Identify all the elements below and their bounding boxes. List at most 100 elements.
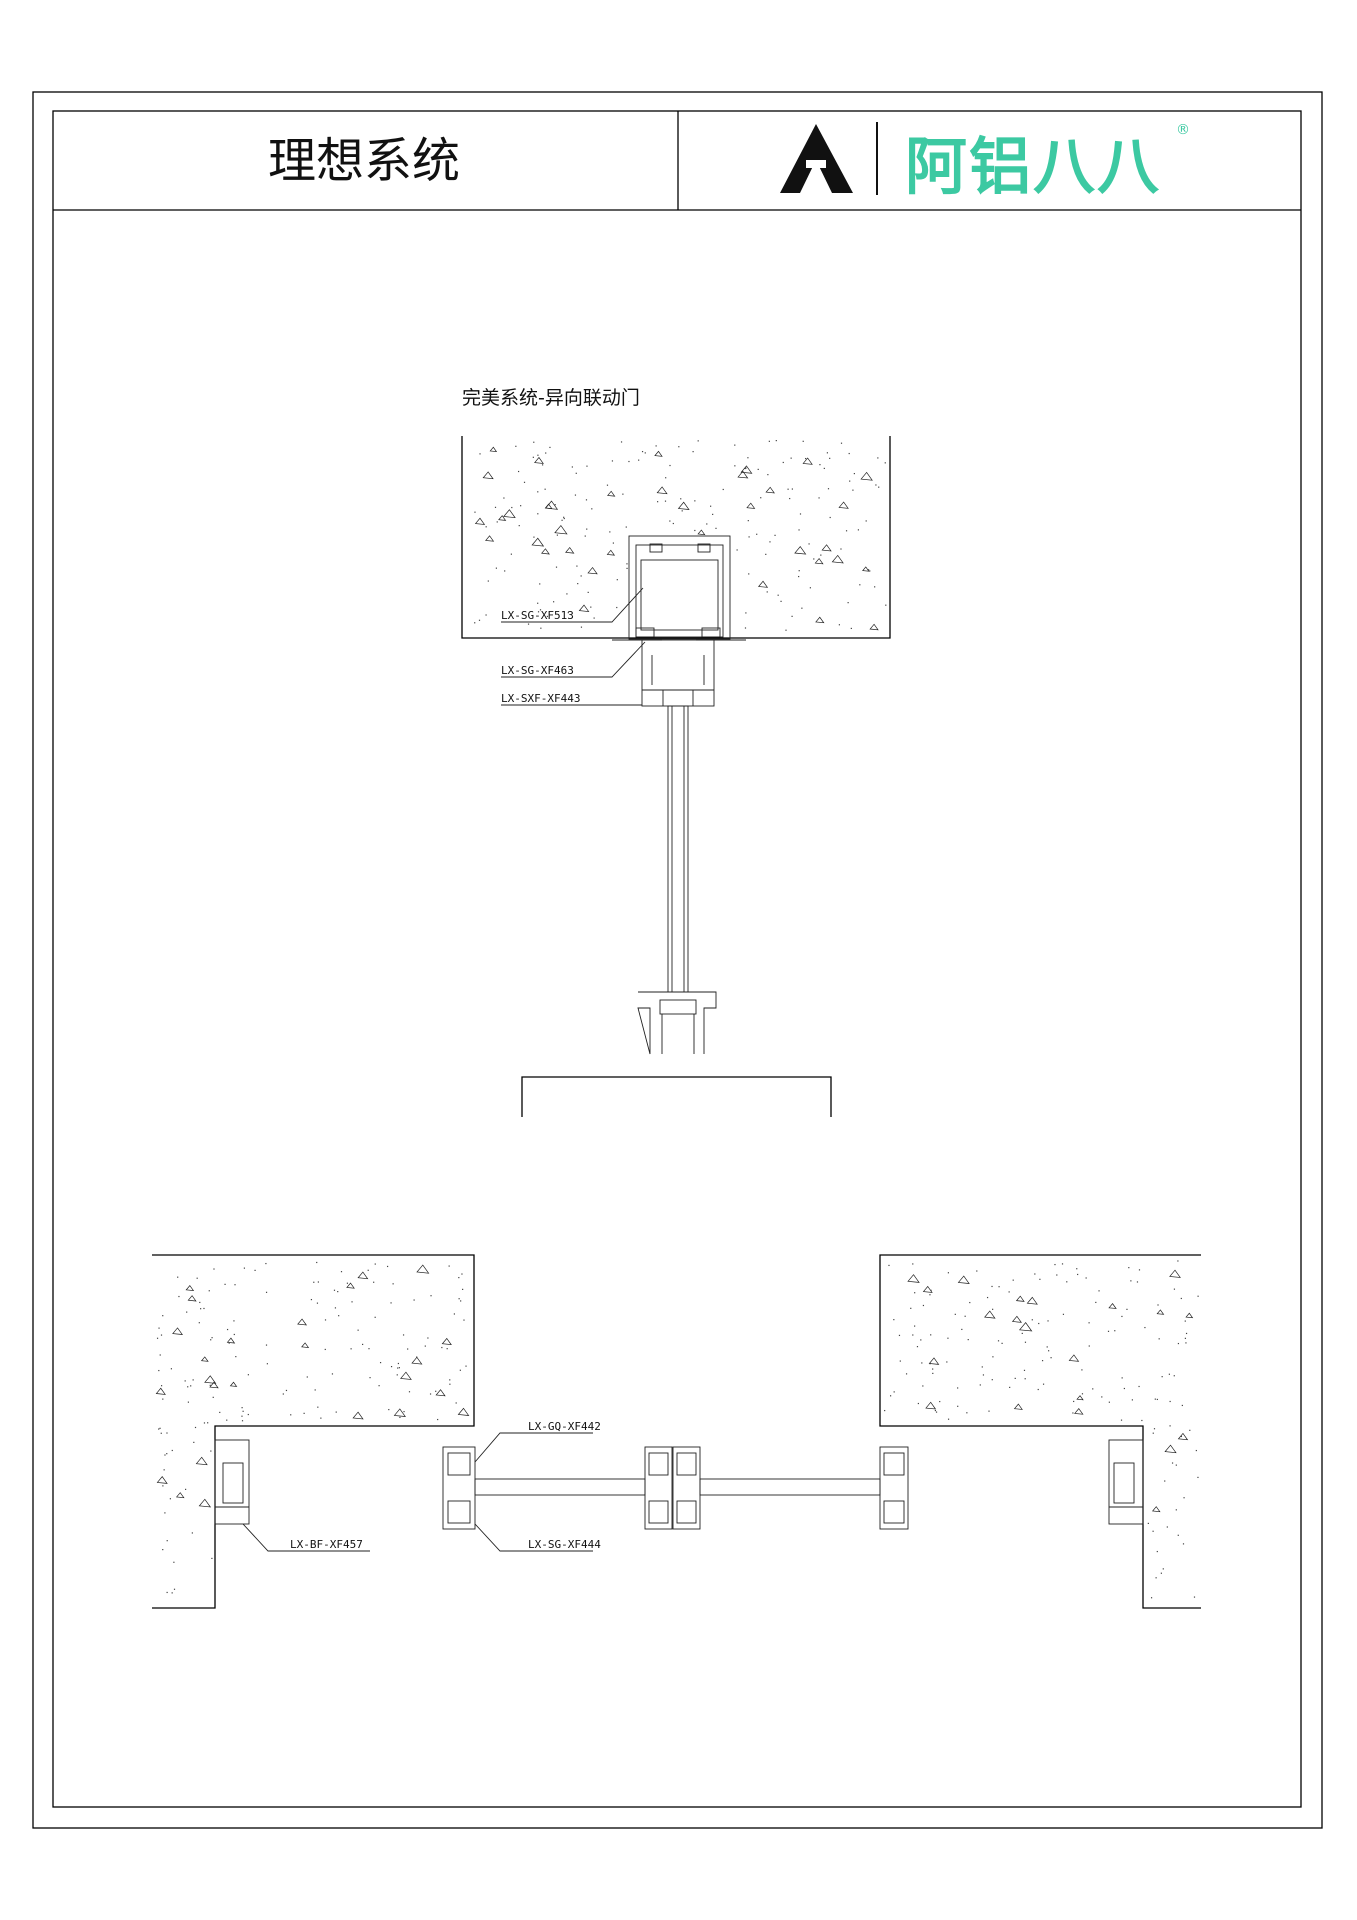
speckle-mark	[982, 1374, 985, 1376]
speckle-mark	[981, 1366, 983, 1368]
speckle-mark	[446, 1348, 448, 1350]
speckle-mark	[914, 1325, 916, 1327]
speckle-mark	[1042, 1383, 1045, 1385]
aggregate-mark	[489, 446, 498, 452]
speckle-mark	[324, 1348, 326, 1351]
speckle-mark	[527, 623, 530, 625]
speckle-mark	[1168, 1373, 1170, 1375]
aggregate-mark	[156, 1476, 168, 1484]
speckle-mark	[1101, 1396, 1103, 1398]
speckle-mark	[916, 1346, 919, 1348]
speckle-mark	[760, 497, 762, 499]
speckle-mark	[517, 470, 520, 473]
speckle-mark	[979, 1384, 981, 1386]
speckle-mark	[930, 1289, 932, 1291]
door-leaf-left	[442, 1446, 673, 1530]
speckle-mark	[537, 602, 539, 604]
speckle-mark	[932, 1368, 934, 1370]
leader-xf442: LX-GQ-XF442	[474, 1420, 601, 1463]
speckle-mark	[541, 464, 544, 466]
aggregate-mark	[587, 566, 598, 575]
speckle-mark	[397, 1362, 400, 1365]
aggregate-mark	[957, 1275, 970, 1284]
speckle-mark	[1171, 1462, 1174, 1464]
aggregate-mark	[565, 547, 575, 554]
speckle-mark	[997, 1340, 1000, 1342]
speckle-mark	[680, 498, 682, 500]
speckle-mark	[211, 1557, 213, 1560]
aggregate-mark	[922, 1285, 933, 1293]
speckle-mark	[166, 1453, 168, 1455]
speckle-mark	[848, 452, 850, 455]
aggregate-mark	[474, 517, 486, 525]
speckle-mark	[1081, 1393, 1084, 1395]
aggregate-mark	[907, 1274, 920, 1283]
speckle-mark	[1185, 1332, 1188, 1335]
speckle-mark	[546, 615, 549, 618]
speckle-mark	[1012, 1279, 1014, 1281]
aggregate-mark	[1018, 1322, 1033, 1332]
speckle-mark	[791, 615, 793, 617]
speckle-mark	[190, 1385, 192, 1387]
speckle-mark	[934, 1409, 936, 1412]
speckle-mark	[435, 1390, 437, 1392]
speckle-mark	[1147, 1522, 1149, 1525]
speckle-mark	[1131, 1399, 1133, 1401]
speckle-mark	[334, 1307, 337, 1309]
speckle-mark	[1153, 1428, 1156, 1430]
label-xf442: LX-GQ-XF442	[528, 1420, 601, 1433]
speckle-mark	[672, 522, 674, 525]
speckle-mark	[1098, 1290, 1100, 1292]
speckle-mark	[399, 1416, 401, 1419]
speckle-mark	[888, 1264, 890, 1267]
aggregate-mark	[869, 623, 879, 631]
speckle-mark	[857, 529, 860, 531]
speckle-mark	[1156, 1398, 1158, 1401]
speckle-mark	[802, 440, 804, 442]
leader-xf443: LX-SXF-XF443	[501, 692, 642, 706]
speckle-mark	[917, 1402, 919, 1405]
speckle-mark	[158, 1369, 160, 1372]
aggregate-mark	[838, 501, 849, 509]
speckle-mark	[1128, 1267, 1130, 1269]
speckle-mark	[187, 1386, 189, 1388]
aggregate-mark	[928, 1357, 940, 1365]
speckle-mark	[1138, 1269, 1141, 1271]
speckle-mark	[158, 1327, 160, 1329]
speckle-mark	[1189, 1429, 1191, 1431]
aggregate-mark	[831, 554, 844, 564]
speckle-mark	[847, 602, 849, 604]
leader-xf457: LX-BF-XF457	[242, 1523, 370, 1552]
speckle-mark	[449, 1379, 451, 1381]
speckle-mark	[397, 1367, 399, 1369]
speckle-mark	[449, 1383, 451, 1385]
speckle-mark	[386, 1265, 389, 1268]
aggregate-mark	[155, 1387, 166, 1395]
speckle-mark	[1157, 1304, 1159, 1306]
speckle-mark	[459, 1369, 461, 1371]
speckle-mark	[1108, 1401, 1110, 1403]
leader-xf463: LX-SG-XF463	[501, 641, 646, 678]
speckle-mark	[533, 441, 535, 443]
speckle-mark	[1169, 1400, 1171, 1403]
speckle-mark	[254, 1269, 256, 1271]
speckle-mark	[1021, 1332, 1023, 1335]
speckle-mark	[346, 1282, 349, 1284]
speckle-mark	[1046, 1346, 1048, 1348]
speckle-mark	[310, 1298, 313, 1301]
speckle-mark	[1024, 1341, 1027, 1343]
aggregate-mark	[815, 616, 825, 624]
speckle-mark	[585, 499, 588, 501]
speckle-mark	[1175, 1509, 1177, 1511]
speckle-mark	[495, 567, 497, 569]
speckle-mark	[563, 516, 565, 518]
speckle-mark	[211, 1337, 213, 1339]
speckle-mark	[338, 1315, 340, 1317]
aggregate-mark	[457, 1407, 470, 1416]
speckle-mark	[219, 1411, 221, 1414]
speckle-mark	[1166, 1526, 1168, 1528]
speckle-mark	[235, 1356, 237, 1358]
speckle-mark	[766, 591, 768, 593]
aggregate-mark	[1185, 1312, 1194, 1319]
speckle-mark	[590, 606, 592, 608]
